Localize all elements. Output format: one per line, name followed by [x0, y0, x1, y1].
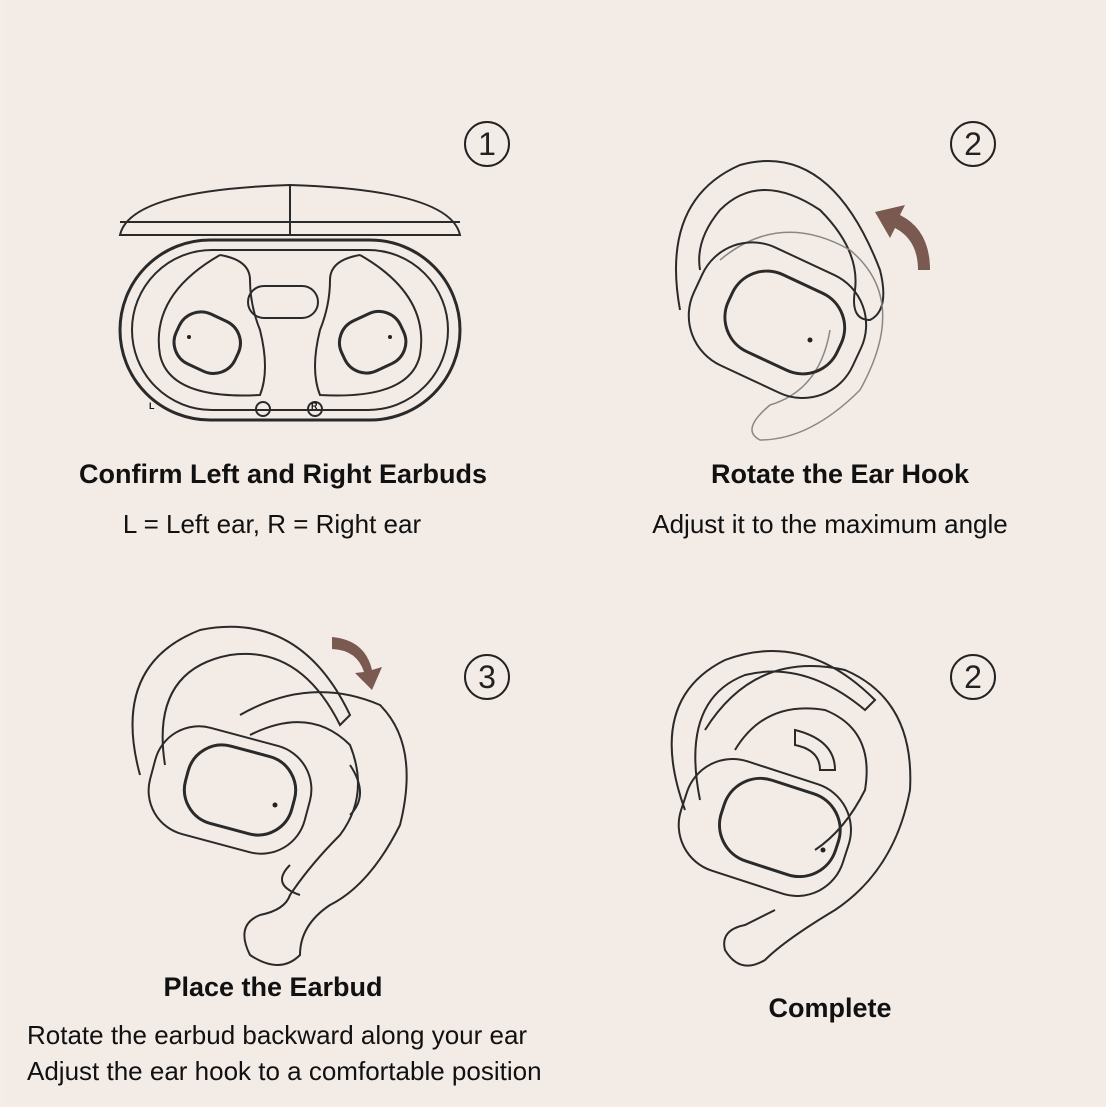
step-number-3: 3	[464, 654, 510, 700]
step-2-subtitle: Adjust it to the maximum angle	[652, 509, 1008, 539]
step-3-subtitle-line-1: Rotate the earbud backward along your ea…	[27, 1020, 528, 1050]
complete-illustration	[670, 650, 912, 967]
case-label-left: L	[149, 401, 155, 411]
ear-hook-rotation-illustration	[675, 160, 930, 441]
step-3-subtitle-line-2: Adjust the ear hook to a comfortable pos…	[27, 1056, 542, 1086]
rotate-arrow-icon	[875, 205, 930, 270]
step-2-title: Rotate the Ear Hook	[710, 459, 970, 489]
step-4-title: Complete	[768, 993, 892, 1023]
step-1-title: Confirm Left and Right Earbuds	[79, 459, 487, 489]
step-number-4: 2	[950, 654, 996, 700]
place-earbud-illustration	[131, 625, 408, 966]
charging-case-illustration	[118, 183, 462, 422]
step-number-1: 1	[464, 121, 510, 167]
case-label-right: R	[311, 401, 318, 411]
rotate-arrow-icon	[332, 637, 382, 690]
step-number-2: 2	[950, 121, 996, 167]
step-3-title: Place the Earbud	[163, 972, 383, 1002]
instruction-sheet	[4, 0, 1106, 1104]
step-1-subtitle: L = Left ear, R = Right ear	[122, 509, 422, 539]
